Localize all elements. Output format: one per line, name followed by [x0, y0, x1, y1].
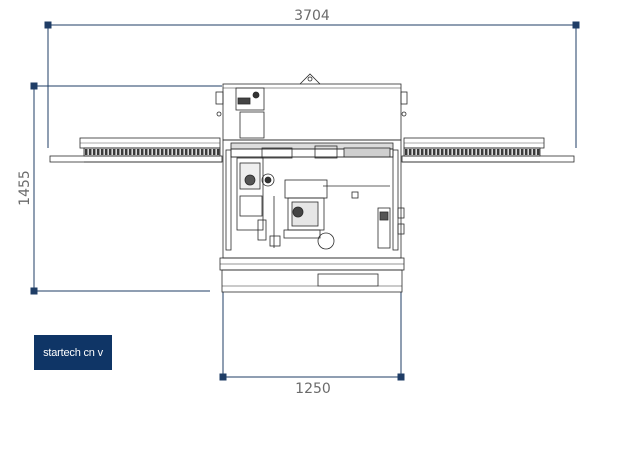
conveyor-roller — [433, 149, 436, 155]
conveyor-roller — [125, 149, 128, 155]
base-access-panel — [317, 273, 379, 287]
conveyor-roller — [213, 149, 216, 155]
conveyor-roller — [465, 149, 468, 155]
conveyor-roller — [205, 149, 208, 155]
conveyor-roller — [525, 149, 528, 155]
conveyor-roller — [101, 149, 104, 155]
conveyor-roller — [485, 149, 488, 155]
conveyor-roller — [157, 149, 160, 155]
conveyor-roller — [169, 149, 172, 155]
conveyor-roller — [453, 149, 456, 155]
conveyor-roller — [113, 149, 116, 155]
conveyor-roller — [121, 149, 124, 155]
overall-width-label: 3704 — [294, 8, 330, 24]
right-extension-table — [401, 137, 575, 163]
conveyor-roller — [473, 149, 476, 155]
conveyor-roller — [117, 149, 120, 155]
conveyor-roller — [201, 149, 204, 155]
conveyor-roller — [93, 149, 96, 155]
conveyor-roller — [533, 149, 536, 155]
conveyor-roller — [129, 149, 132, 155]
conveyor-roller — [497, 149, 500, 155]
conveyor-roller — [493, 149, 496, 155]
conveyor-roller — [481, 149, 484, 155]
conveyor-rollers-left — [85, 149, 220, 155]
conveyor-roller — [149, 149, 152, 155]
conveyor-roller — [513, 149, 516, 155]
conveyor-roller — [505, 149, 508, 155]
conveyor-roller — [429, 149, 432, 155]
dimension-end-marker — [30, 82, 38, 90]
conveyor-roller — [141, 149, 144, 155]
lifting-eye — [299, 73, 321, 85]
main-body — [222, 139, 405, 259]
conveyor-roller — [165, 149, 168, 155]
conveyor-roller — [445, 149, 448, 155]
conveyor-roller — [193, 149, 196, 155]
conveyor-roller — [501, 149, 504, 155]
conveyor-roller — [421, 149, 424, 155]
left-extension-table — [49, 137, 223, 163]
conveyor-roller — [217, 149, 220, 155]
model-name-badge: startech cn v — [34, 335, 112, 370]
conveyor-rollers-right — [405, 149, 540, 155]
conveyor-roller — [197, 149, 200, 155]
conveyor-roller — [469, 149, 472, 155]
conveyor-roller — [449, 149, 452, 155]
conveyor-roller — [97, 149, 100, 155]
conveyor-roller — [161, 149, 164, 155]
conveyor-roller — [461, 149, 464, 155]
dimension-base-width — [219, 292, 405, 381]
dimension-end-marker — [219, 373, 227, 381]
conveyor-roller — [537, 149, 540, 155]
conveyor-roller — [437, 149, 440, 155]
upper-housing — [215, 73, 408, 141]
conveyor-roller — [509, 149, 512, 155]
dimension-end-marker — [44, 21, 52, 29]
conveyor-roller — [405, 149, 408, 155]
conveyor-roller — [85, 149, 88, 155]
conveyor-roller — [181, 149, 184, 155]
base-width-label: 1250 — [295, 381, 331, 397]
conveyor-roller — [133, 149, 136, 155]
control-box — [235, 87, 265, 111]
conveyor-roller — [209, 149, 212, 155]
conveyor-roller — [137, 149, 140, 155]
conveyor-roller — [441, 149, 444, 155]
conveyor-roller — [425, 149, 428, 155]
conveyor-roller — [517, 149, 520, 155]
machine-front-view — [49, 73, 575, 293]
conveyor-roller — [409, 149, 412, 155]
conveyor-roller — [521, 149, 524, 155]
conveyor-roller — [105, 149, 108, 155]
conveyor-roller — [145, 149, 148, 155]
machine-base — [219, 257, 405, 293]
conveyor-roller — [173, 149, 176, 155]
conveyor-roller — [177, 149, 180, 155]
conveyor-roller — [477, 149, 480, 155]
dimension-overall-width — [44, 21, 580, 148]
conveyor-roller — [457, 149, 460, 155]
conveyor-roller — [489, 149, 492, 155]
conveyor-roller — [109, 149, 112, 155]
conveyor-roller — [529, 149, 532, 155]
conveyor-roller — [189, 149, 192, 155]
conveyor-roller — [89, 149, 92, 155]
overall-height-label: 1455 — [17, 170, 33, 206]
dimension-end-marker — [30, 287, 38, 295]
conveyor-roller — [417, 149, 420, 155]
dimension-end-marker — [397, 373, 405, 381]
dimension-overall-height — [30, 82, 222, 295]
dimension-end-marker — [572, 21, 580, 29]
conveyor-roller — [413, 149, 416, 155]
conveyor-roller — [153, 149, 156, 155]
conveyor-roller — [185, 149, 188, 155]
